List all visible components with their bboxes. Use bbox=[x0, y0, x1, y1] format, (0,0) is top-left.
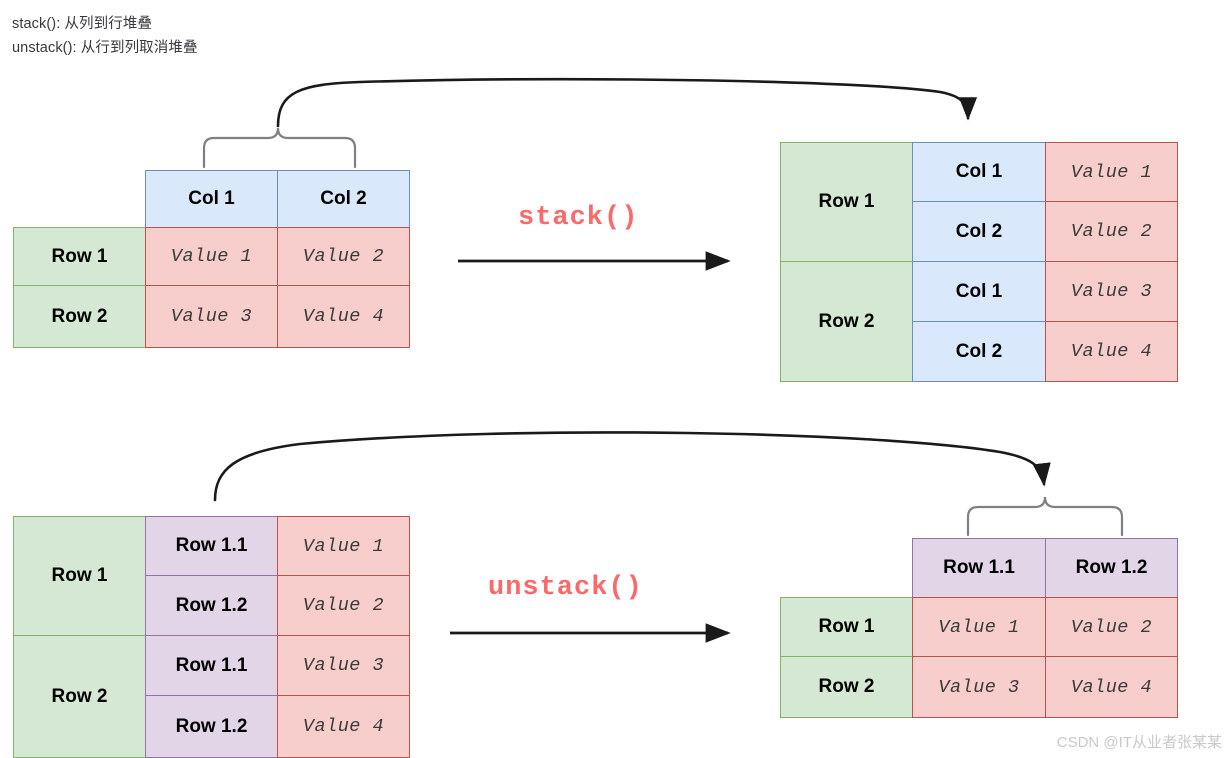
bottom-source-value-1: Value 1 bbox=[277, 516, 410, 576]
bottom-source-row-header-1: Row 1 bbox=[13, 516, 146, 636]
bottom-source-inner-label-3: Row 1.1 bbox=[145, 635, 278, 696]
bottom-source-value-3: Value 3 bbox=[277, 635, 410, 696]
stack-operation-label: stack() bbox=[518, 203, 639, 233]
bottom-result-row-header-2: Row 2 bbox=[780, 656, 913, 718]
top-source-row-header-1: Row 1 bbox=[13, 227, 146, 286]
bottom-result-value-r2c1: Value 3 bbox=[912, 656, 1046, 718]
bottom-result-value-r1c2: Value 2 bbox=[1045, 597, 1178, 657]
top-result-value-4: Value 4 bbox=[1045, 321, 1178, 382]
top-result-row-header-1: Row 1 bbox=[780, 142, 913, 262]
bottom-result-value-r2c2: Value 4 bbox=[1045, 656, 1178, 718]
top-source-value-r1c2: Value 2 bbox=[277, 227, 410, 286]
bottom-source-value-2: Value 2 bbox=[277, 575, 410, 636]
top-result-inner-label-1: Col 1 bbox=[912, 142, 1046, 202]
top-source-col-header-1: Col 1 bbox=[145, 170, 278, 228]
caption-line-unstack: unstack(): 从行到列取消堆叠 bbox=[12, 40, 198, 56]
unstack-operation-label: unstack() bbox=[488, 573, 643, 603]
bottom-source-inner-label-2: Row 1.2 bbox=[145, 575, 278, 636]
bottom-result-row-header-1: Row 1 bbox=[780, 597, 913, 657]
caption-block: stack(): 从列到行堆叠 unstack(): 从行到列取消堆叠 bbox=[12, 12, 198, 60]
bottom-source-value-4: Value 4 bbox=[277, 695, 410, 758]
top-source-value-r2c1: Value 3 bbox=[145, 285, 278, 348]
top-result-inner-label-4: Col 2 bbox=[912, 321, 1046, 382]
unstack-curved-arrow bbox=[213, 431, 1051, 502]
bottom-result-value-r1c1: Value 1 bbox=[912, 597, 1046, 657]
top-source-column-brace bbox=[202, 127, 357, 169]
bottom-source-row-header-2: Row 2 bbox=[13, 635, 146, 758]
csdn-watermark: CSDN @IT从业者张某某 bbox=[1056, 734, 1222, 751]
bottom-result-col-header-2: Row 1.2 bbox=[1045, 538, 1178, 598]
bottom-result-col-header-1: Row 1.1 bbox=[912, 538, 1046, 598]
top-result-inner-label-2: Col 2 bbox=[912, 201, 1046, 262]
top-result-value-2: Value 2 bbox=[1045, 201, 1178, 262]
top-result-value-3: Value 3 bbox=[1045, 261, 1178, 322]
top-result-value-1: Value 1 bbox=[1045, 142, 1178, 202]
top-source-value-r2c2: Value 4 bbox=[277, 285, 410, 348]
stack-curved-arrow bbox=[276, 77, 978, 128]
bottom-source-inner-label-1: Row 1.1 bbox=[145, 516, 278, 576]
bottom-result-column-brace bbox=[966, 496, 1124, 537]
top-source-col-header-2: Col 2 bbox=[277, 170, 410, 228]
top-result-row-header-2: Row 2 bbox=[780, 261, 913, 382]
top-source-value-r1c1: Value 1 bbox=[145, 227, 278, 286]
top-result-inner-label-3: Col 1 bbox=[912, 261, 1046, 322]
caption-line-stack: stack(): 从列到行堆叠 bbox=[12, 16, 153, 32]
bottom-source-inner-label-4: Row 1.2 bbox=[145, 695, 278, 758]
top-source-row-header-2: Row 2 bbox=[13, 285, 146, 348]
